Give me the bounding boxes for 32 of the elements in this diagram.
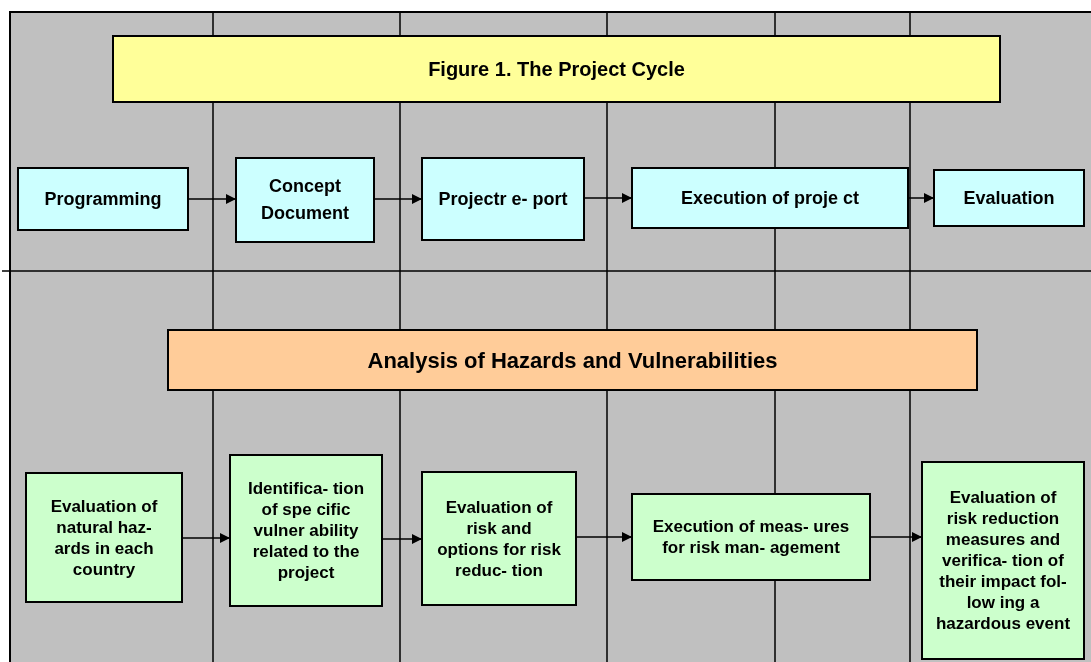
- box-label: Concept Document: [260, 175, 350, 225]
- box-label: Projectr e- port: [438, 187, 568, 211]
- process-box: [933, 169, 1085, 227]
- task-box: [631, 493, 871, 581]
- task-box: [921, 461, 1085, 660]
- box-label: Programming: [44, 187, 162, 211]
- arrow: [188, 194, 236, 204]
- heading-box: [167, 329, 978, 391]
- task-box: [25, 472, 183, 603]
- box-label: Evaluation: [963, 186, 1055, 210]
- box-label: Evaluation of natural haz- ards in each country: [49, 495, 159, 580]
- process-box: [631, 167, 909, 229]
- box-label: Execution of meas- ures for risk man- agement: [651, 516, 851, 558]
- process-box: [421, 157, 585, 241]
- arrow: [870, 532, 922, 542]
- arrow: [908, 193, 934, 203]
- box-label: Figure 1. The Project Cycle: [428, 57, 685, 82]
- task-box: [421, 471, 577, 606]
- box-label: Evaluation of risk and options for risk reduc- tion: [436, 496, 562, 581]
- box-label: Analysis of Hazards and Vulnerabilities: [367, 346, 778, 375]
- task-box: [229, 454, 383, 607]
- box-label: Identifica- tion of spe cific vulner ability related to the project: [246, 478, 366, 583]
- arrow: [382, 534, 422, 544]
- process-box: [17, 167, 189, 231]
- arrow: [182, 533, 230, 543]
- arrow: [374, 194, 422, 204]
- title-box: [112, 35, 1001, 103]
- box-label: Execution of proje ct: [681, 186, 859, 210]
- box-label: Evaluation of risk reduction measures and verifica- tion of their impact fol- low ing a hazardous event: [935, 487, 1071, 634]
- arrow: [576, 532, 632, 542]
- arrow: [584, 193, 632, 203]
- process-box: [235, 157, 375, 243]
